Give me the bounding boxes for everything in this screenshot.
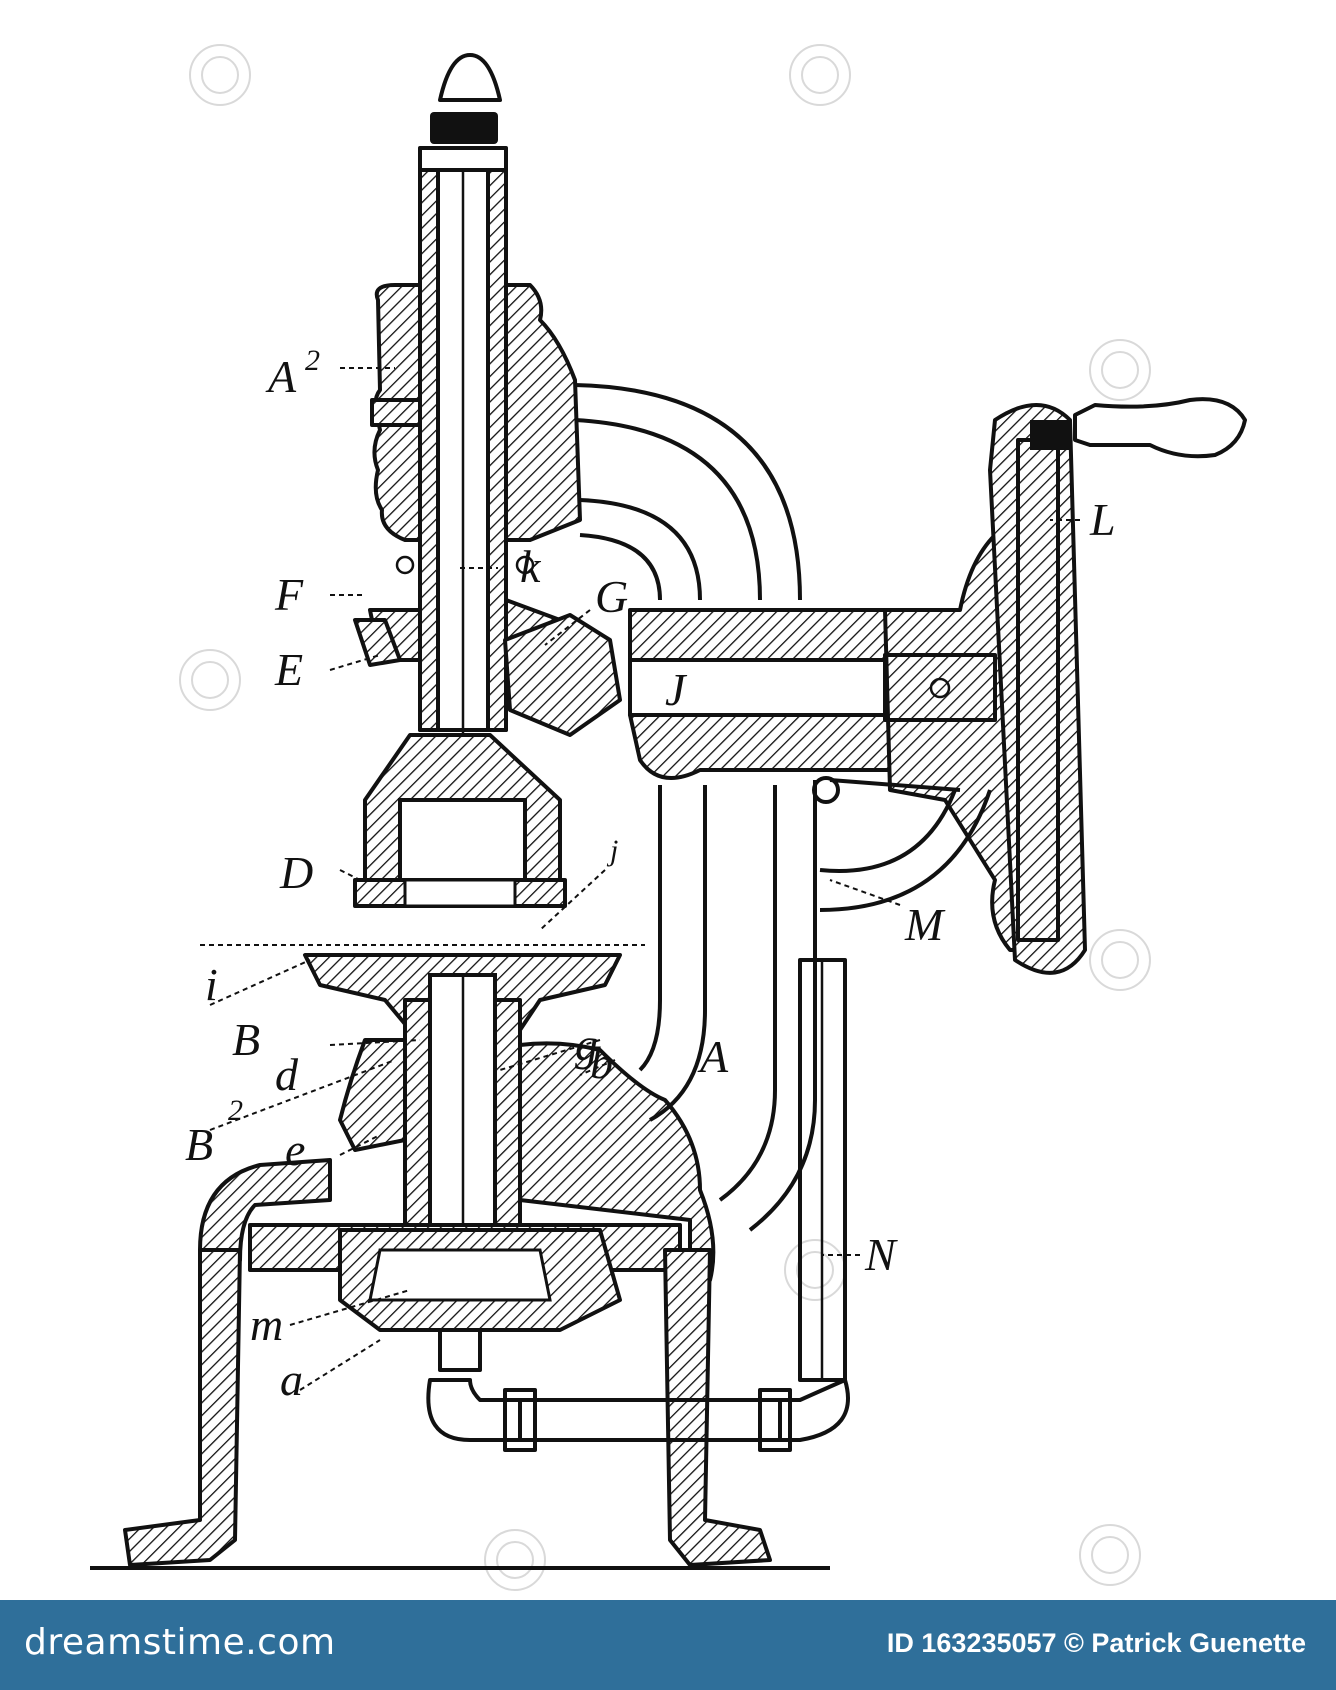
- upper-spindle: [418, 53, 508, 750]
- label-B2: B: [185, 1119, 213, 1170]
- label-g: g: [575, 1019, 598, 1070]
- base-frame: [123, 1038, 772, 1567]
- curved-arm: [574, 383, 802, 601]
- label-D: D: [279, 847, 313, 898]
- label-k: k: [520, 541, 542, 592]
- shaft-housing: [503, 478, 1032, 952]
- label-E: E: [274, 644, 303, 695]
- label-j: j: [606, 834, 618, 867]
- dreamstime-logo[interactable]: dreamstime.com: [24, 1622, 336, 1663]
- image-id-credit: ID 163235057 © Patrick Guenette: [886, 1628, 1306, 1658]
- label-N: N: [864, 1229, 898, 1280]
- footer-bar: dreamstime.com ID 163235057 © Patrick Gu…: [0, 1600, 1336, 1690]
- head-casting-A2: [353, 283, 582, 702]
- label-L: L: [1089, 494, 1116, 545]
- handwheel-L: [988, 397, 1247, 975]
- label-M: M: [904, 899, 946, 950]
- leader-lines: [209, 367, 1080, 1391]
- drill-press-diagram: A 2 F E k G J L D j M i B d g b A B 2 e …: [90, 44, 1247, 1591]
- pipe-N: [426, 958, 850, 1452]
- label-B: B: [232, 1014, 260, 1065]
- label-A: A: [697, 1031, 729, 1082]
- label-i: i: [205, 959, 218, 1010]
- label-B2-sup: 2: [228, 1094, 243, 1127]
- label-e: e: [285, 1124, 305, 1175]
- label-a: a: [280, 1354, 303, 1405]
- lower-spindle: [303, 953, 622, 1257]
- label-F: F: [274, 569, 304, 620]
- label-A2-sup: 2: [305, 344, 320, 377]
- label-J: J: [665, 664, 688, 715]
- label-A2: A: [265, 351, 297, 402]
- label-G: G: [595, 571, 628, 622]
- chuck-D: [353, 733, 567, 908]
- patent-drawing: A 2 F E k G J L D j M i B d g b A B 2 e …: [90, 44, 1247, 1591]
- label-b: b: [590, 1037, 613, 1088]
- label-d: d: [275, 1049, 299, 1100]
- reference-labels: A 2 F E k G J L D j M i B d g b A B 2 e …: [185, 344, 1116, 1405]
- label-m: m: [250, 1299, 283, 1350]
